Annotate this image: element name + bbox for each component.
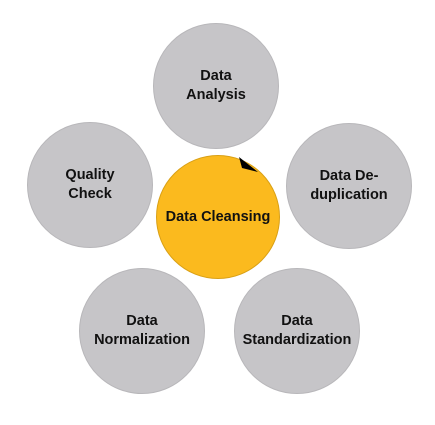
node-label-quality-check: Quality Check [65,167,115,202]
center-node-data-cleansing: Data Cleansing [156,155,280,279]
node-label-data-normalization: Data Normalization [94,313,190,348]
node-data-normalization: Data Normalization [79,268,205,394]
cycle-arrowhead-icon [239,157,258,172]
node-data-standardization: Data Standardization [234,268,360,394]
node-label-data-deduplication: Data De- duplication [310,168,388,203]
node-quality-check: Quality Check [27,122,153,248]
node-data-deduplication: Data De- duplication [286,123,412,249]
center-label: Data Cleansing [165,208,271,225]
node-label-data-standardization: Data Standardization [242,313,352,348]
node-label-data-analysis: Data Analysis [186,68,246,103]
node-data-analysis: Data Analysis [153,23,279,149]
